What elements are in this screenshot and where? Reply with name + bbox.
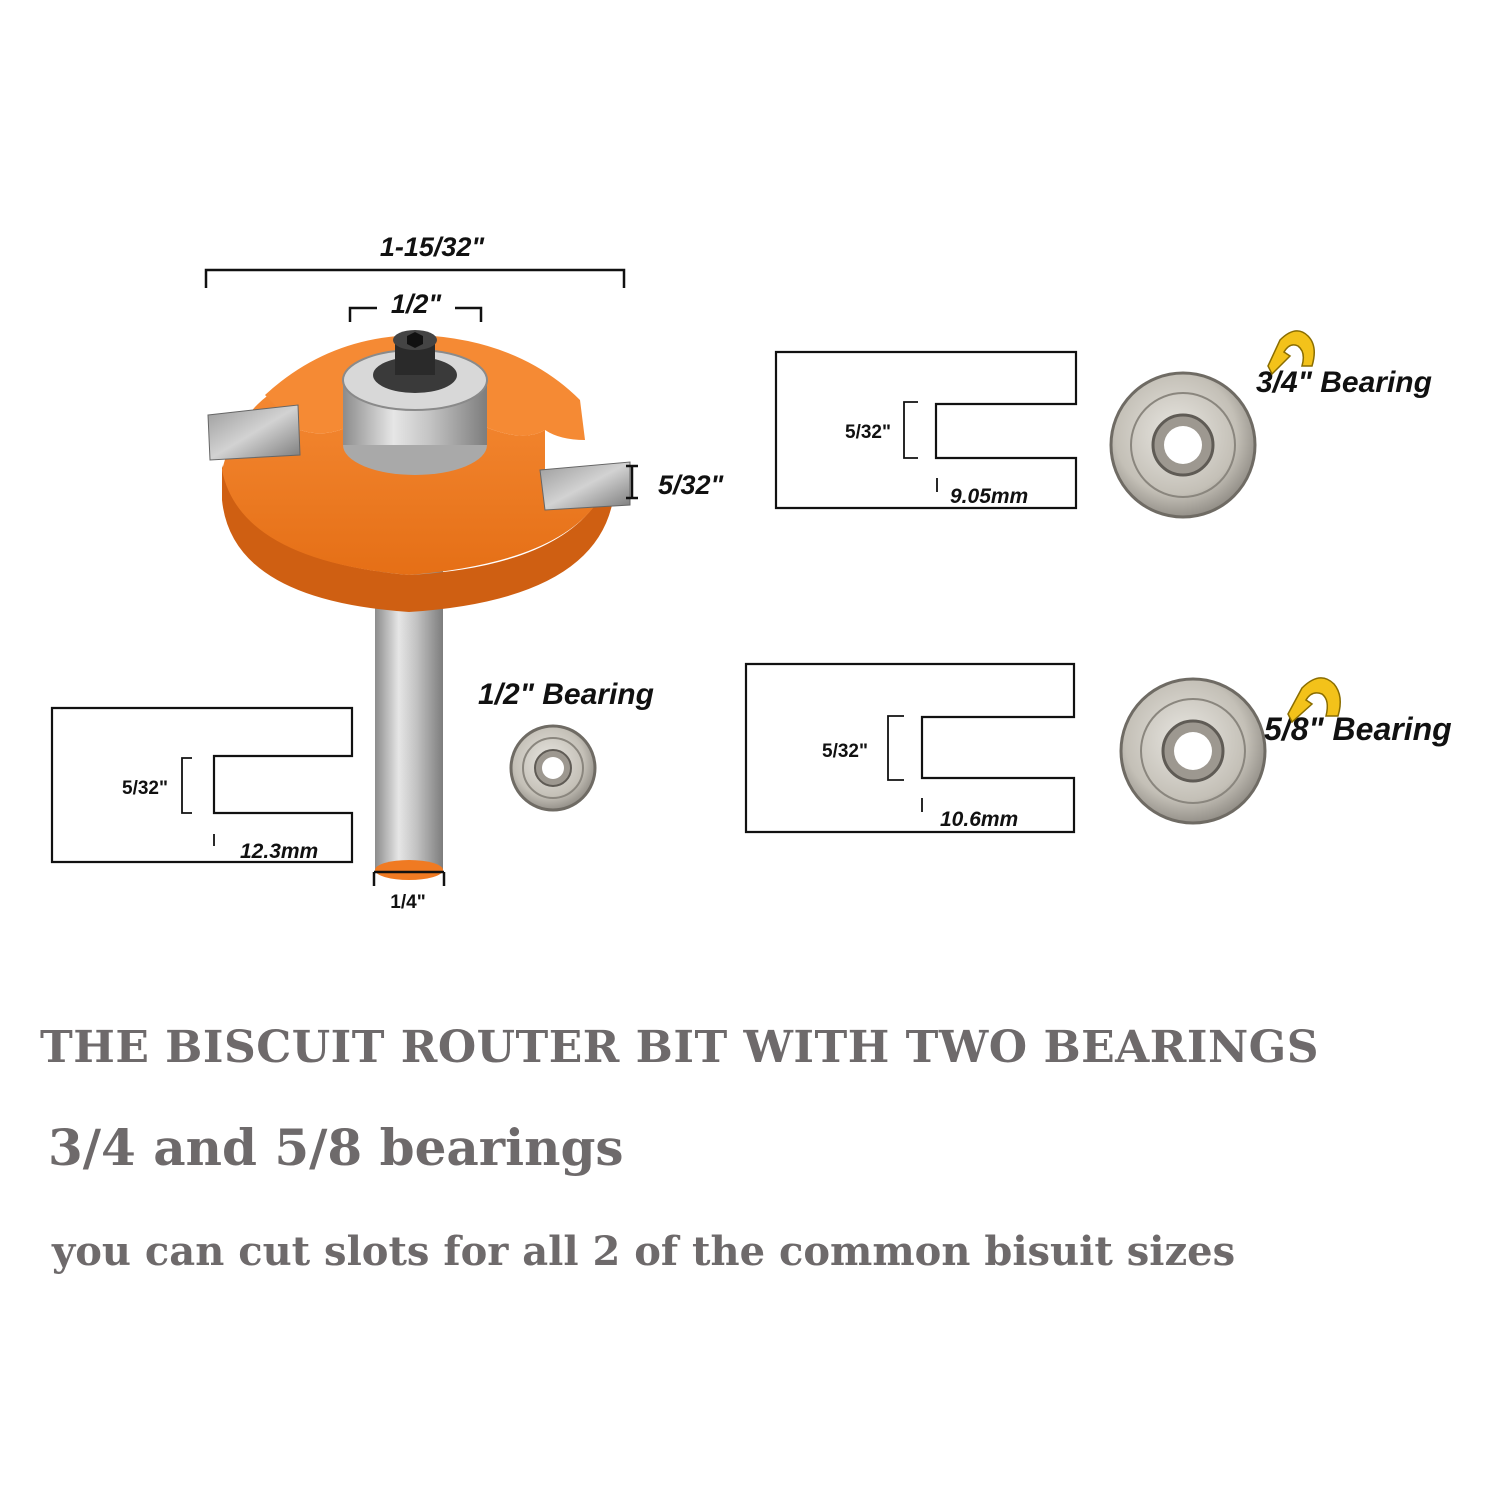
dimension-lines-bit: [204, 268, 638, 886]
slot-profile-half-inch: [50, 706, 354, 864]
bearing-five-eighth-image: [1119, 677, 1267, 825]
bearing-label-three-quarter: 3/4" Bearing: [1256, 366, 1432, 399]
bearing-label-half-inch: 1/2" Bearing: [478, 678, 654, 711]
curved-arrow-icon: [1267, 330, 1315, 376]
cutter-disc-edge: [222, 465, 612, 612]
slot-height-three-quarter: 5/32": [845, 422, 891, 443]
bearing-bore-label: 1/2": [391, 289, 443, 319]
cutting-height-label: 5/32": [658, 470, 725, 500]
slot-height-half-inch: 5/32": [122, 778, 168, 799]
router-bit-illustration: [207, 330, 631, 880]
slot-depth-five-eighth: 10.6mm: [940, 808, 1018, 831]
overall-diameter-label: 1-15/32": [380, 232, 486, 262]
carbide-tip-left: [207, 404, 301, 461]
carbide-tip-right: [539, 461, 631, 511]
curved-arrow-icon: [1287, 677, 1341, 724]
cutter-disc: [222, 378, 612, 575]
slot-profile-five-eighth: [744, 662, 1076, 834]
shank-label: 1/4": [390, 892, 425, 913]
headline-title: THE BISCUIT ROUTER BIT WITH TWO BEARINGS: [40, 1022, 1320, 1073]
slot-depth-three-quarter: 9.05mm: [950, 485, 1028, 508]
bearing-half-inch-image: [509, 724, 597, 812]
hex-socket-icon: [407, 332, 423, 348]
slot-profile-three-quarter: [774, 350, 1078, 510]
slot-depth-half-inch: 12.3mm: [240, 840, 318, 863]
headline-caption: you can cut slots for all 2 of the commo…: [52, 1228, 1236, 1275]
headline-subtitle: 3/4 and 5/8 bearings: [48, 1118, 624, 1177]
slot-height-five-eighth: 5/32": [822, 741, 868, 762]
shank-end: [375, 860, 443, 880]
bearing-three-quarter-image: [1109, 371, 1257, 519]
